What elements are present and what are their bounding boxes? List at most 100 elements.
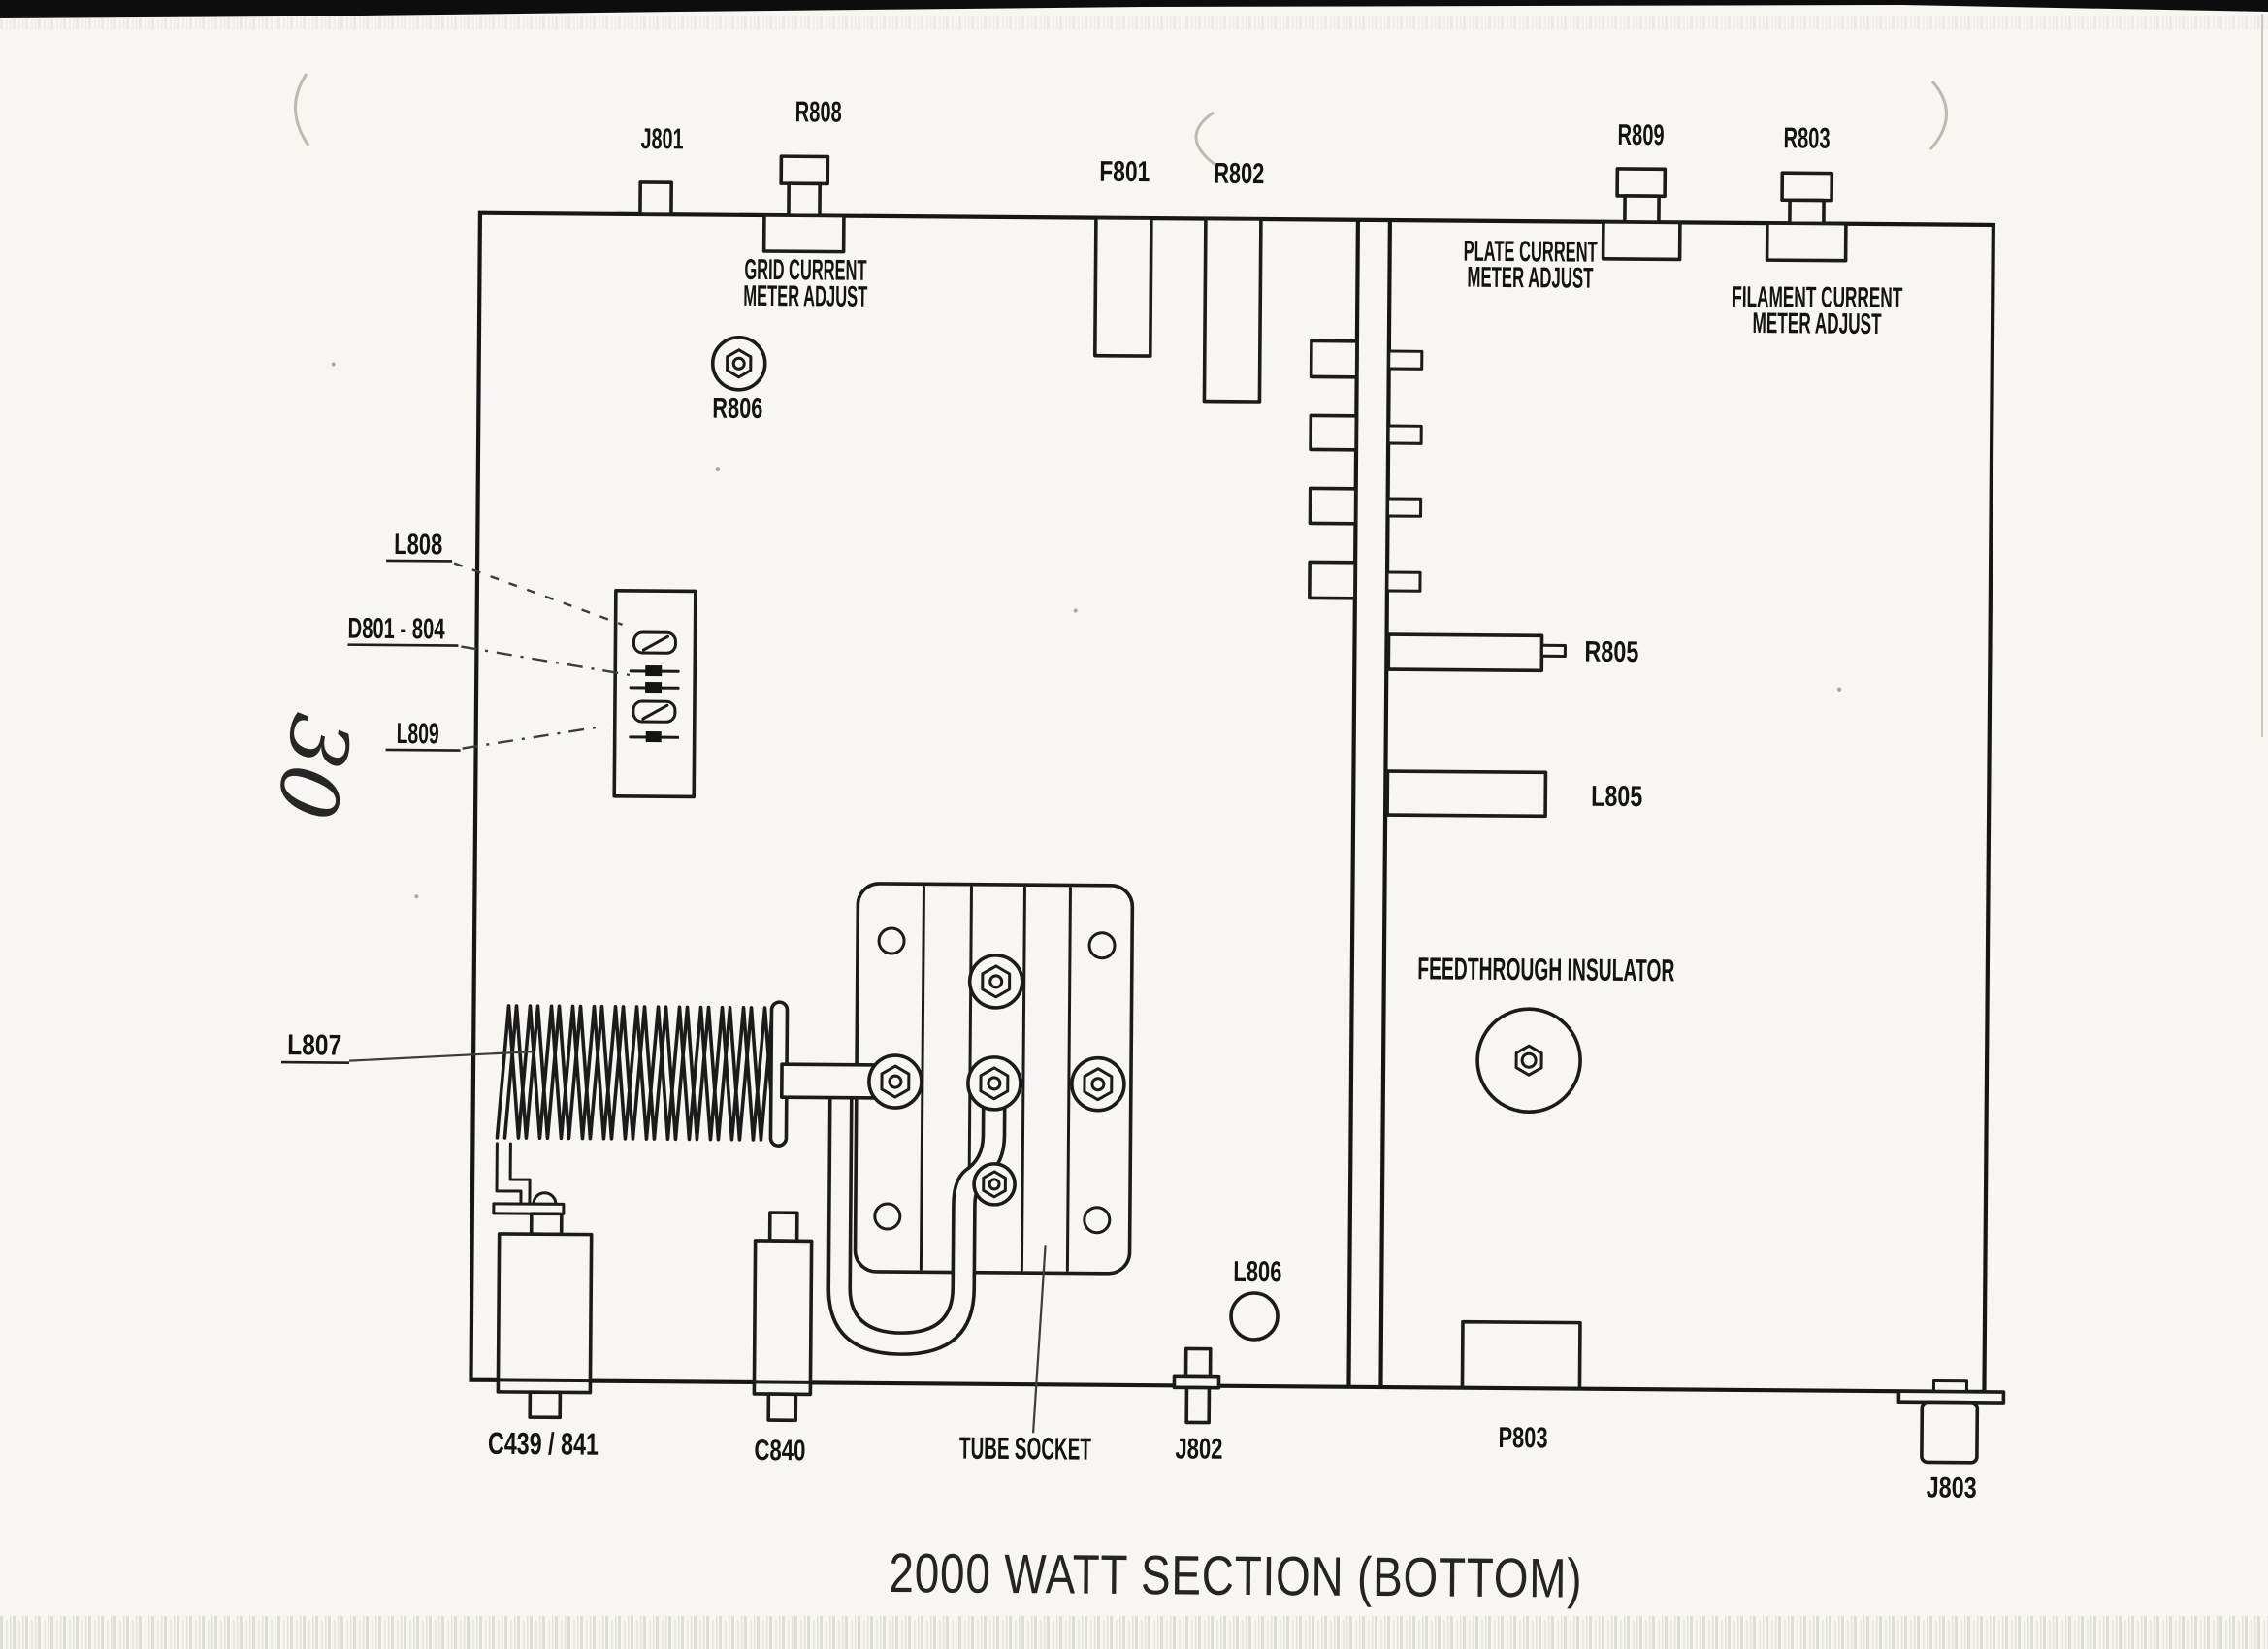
diode-body (645, 665, 663, 677)
divider-lug (1308, 560, 1357, 600)
j802-bottom (1184, 1385, 1212, 1425)
l808-choke-mark (641, 634, 670, 652)
feedthrough-hex-nut (1514, 1044, 1543, 1077)
label-r809: R809 (1617, 119, 1664, 151)
chassis-edge-through (494, 1378, 594, 1383)
bolt-center (988, 974, 1004, 989)
strap-edge (508, 1142, 532, 1207)
r806-screw (710, 335, 767, 392)
r803-body (1765, 221, 1848, 263)
scan-speck (1836, 687, 1842, 692)
d801-leader (461, 645, 631, 677)
r802-resistor (1202, 216, 1263, 404)
l807-coil (495, 1000, 790, 1148)
c840-body (752, 1239, 814, 1397)
bolt-lower (972, 1162, 1017, 1207)
divider-lug (1309, 413, 1359, 452)
diagram-content: J801 R808 GRID CURRENT METER ADJUST F801… (257, 96, 2006, 1610)
label-f801: F801 (1099, 156, 1150, 188)
bolt-top (967, 954, 1024, 1010)
label-l805: L805 (1591, 781, 1642, 813)
mounting-hole (873, 1202, 902, 1231)
divider-line-left (1346, 219, 1361, 1387)
scan-artifact-arc (294, 73, 310, 146)
label-l807: L807 (287, 1029, 341, 1061)
label-plate-meter-adjust: METER ADJUST (1467, 262, 1593, 295)
diagram-caption: 2000 WATT SECTION (BOTTOM) (889, 1542, 1582, 1610)
label-r802: R802 (1214, 158, 1264, 190)
label-d801-804: D801 - 804 (347, 613, 444, 646)
coil-ground-strap (492, 1142, 566, 1215)
label-c439-841: C439 / 841 (488, 1426, 599, 1462)
mounting-hole (1083, 1206, 1112, 1235)
d801-underline (347, 643, 459, 647)
c439-841-capacitor (494, 1212, 594, 1420)
coil-winding (502, 1004, 775, 1142)
r809-shaft (1623, 194, 1661, 225)
c439-bottom-tab (528, 1390, 563, 1420)
r808-body (761, 213, 846, 254)
label-tube-socket: TUBE SOCKET (959, 1431, 1092, 1467)
scan-artifact-top-streaks (0, 16, 2268, 29)
scan-artifact-arc (1928, 81, 1948, 150)
feedthrough-center (1520, 1051, 1538, 1069)
c439-top-tab (529, 1212, 564, 1237)
panel-divider (1308, 219, 1424, 1388)
diode-box-outline (612, 588, 697, 799)
terminal-bolts (867, 954, 1126, 1207)
r803-trimmer (1765, 171, 1848, 263)
f801-fuse (1092, 215, 1153, 358)
label-l809: L809 (397, 718, 439, 750)
j803-body (1920, 1400, 1980, 1465)
label-grid-current: GRID CURRENT (744, 254, 866, 287)
callout-lines (281, 559, 1047, 1434)
strap-bracket (492, 1202, 566, 1215)
divider-tab (1386, 424, 1423, 445)
c840-capacitor (750, 1211, 814, 1423)
label-feedthrough-insulator: FEEDTHROUGH INSULATOR (1417, 951, 1674, 987)
label-j802: J802 (1175, 1433, 1222, 1465)
c840-top-tab (767, 1211, 799, 1244)
label-j801: J801 (640, 123, 683, 155)
label-r808: R808 (795, 96, 842, 128)
divider-tab (1385, 570, 1422, 593)
divider-tab (1387, 349, 1424, 371)
divider-line-right (1378, 220, 1393, 1388)
r808-trimmer (761, 154, 846, 254)
l808-underline (386, 559, 453, 563)
c840-bottom-tab (766, 1392, 798, 1423)
mounting-hole (877, 926, 906, 955)
bolt-middle (966, 1055, 1022, 1112)
bolt-center (1090, 1077, 1106, 1092)
divider-tab (1386, 497, 1423, 518)
c439-body (496, 1232, 594, 1395)
strap-bump (532, 1191, 558, 1206)
tube-socket-leader (1031, 1245, 1047, 1434)
l809-underline (385, 748, 461, 752)
strap-edge (495, 1142, 523, 1207)
j802-top (1183, 1346, 1213, 1379)
r808-knob (779, 154, 830, 186)
r809-knob (1615, 167, 1668, 199)
label-l808: L808 (394, 529, 442, 561)
scan-speck (1073, 608, 1078, 613)
bolt-hex-nut (880, 1064, 911, 1099)
scan-artifact-top-band (0, 0, 2268, 18)
divider-lug (1309, 339, 1359, 379)
r803-shaft (1788, 198, 1826, 226)
l805-inductor (1385, 769, 1548, 819)
l807-underline (281, 1060, 350, 1064)
label-filament-current: FILAMENT CURRENT (1732, 281, 1902, 314)
bolt-center (988, 1178, 1001, 1191)
diode-pack-box (612, 588, 697, 799)
scan-speck (715, 467, 721, 472)
r805-body (1386, 632, 1544, 673)
r803-knob (1780, 171, 1834, 203)
r809-body (1601, 219, 1682, 262)
jumper-wire-inner (848, 1097, 986, 1335)
label-r803: R803 (1783, 122, 1830, 154)
diode-body (645, 682, 663, 694)
r809-trimmer (1601, 167, 1682, 262)
